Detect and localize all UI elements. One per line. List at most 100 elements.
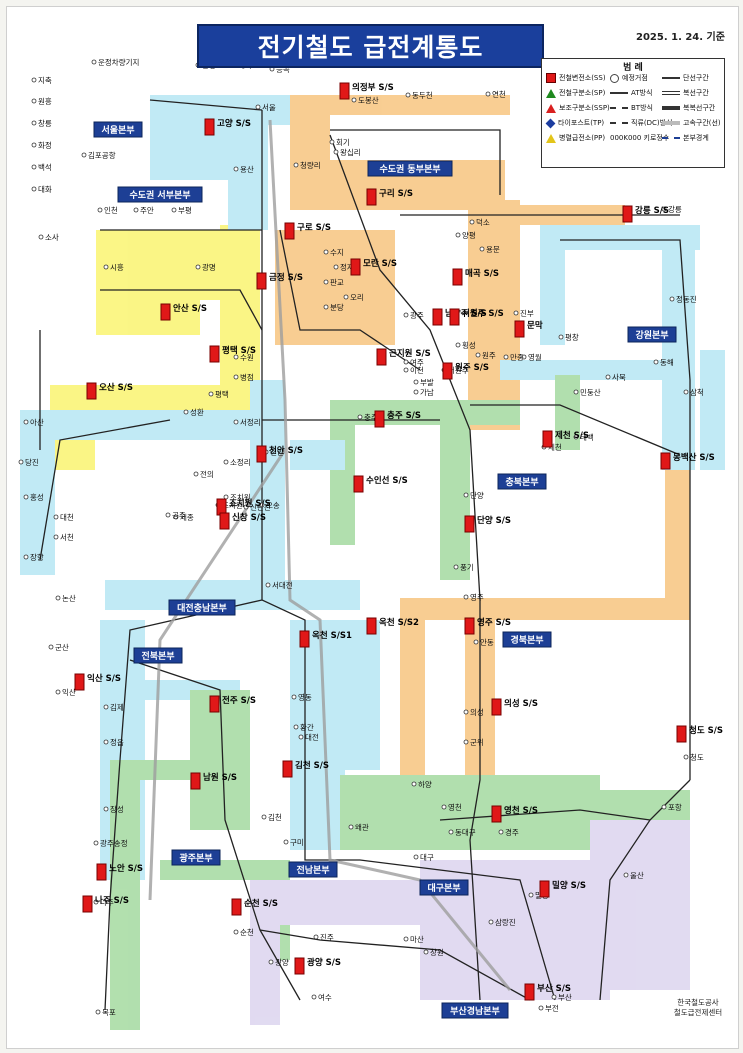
hq-band-jeonnam-2 — [290, 620, 345, 850]
dc-line-icon — [610, 122, 628, 124]
station-dot — [669, 296, 675, 302]
substation-mark — [432, 308, 443, 326]
substation-mark — [464, 515, 475, 533]
station-dot — [441, 804, 447, 810]
substation-label: 단양 S/S — [477, 515, 511, 526]
hq-band-gyeongbuk-3 — [665, 470, 690, 610]
hq-label-text: 충북본부 — [505, 476, 538, 488]
station-dot — [223, 459, 229, 465]
station-label: 양평 — [462, 230, 476, 240]
station-dot — [18, 459, 24, 465]
hq-label: 대전충남본부 — [168, 599, 236, 616]
substation-label: 안산 S/S — [173, 303, 207, 314]
station-label: 당진 — [25, 457, 39, 467]
hq-label-box — [133, 647, 183, 664]
station-dot — [653, 359, 659, 365]
station-dot — [521, 354, 527, 360]
hq-band-gyeongbuk — [400, 598, 690, 780]
station-label: 정자 — [340, 262, 354, 272]
legend-item-dc: 직류(DC)방식 — [610, 118, 673, 128]
station-dot — [31, 164, 37, 170]
hq-label-text: 전남본부 — [296, 864, 329, 876]
station-dot — [93, 899, 99, 905]
station-label: 세종 — [180, 513, 194, 522]
station-dot — [233, 419, 239, 425]
station-dot — [463, 709, 469, 715]
station-label: 서천 — [60, 532, 74, 542]
hq-band-sudogwon-east — [290, 95, 520, 430]
hq-label: 경북본부 — [502, 631, 552, 648]
line-yeongdong — [560, 239, 691, 780]
station-dot — [103, 704, 109, 710]
station-dot — [403, 367, 409, 373]
station-dot — [103, 806, 109, 812]
hq-label-box — [168, 599, 236, 616]
station-dot — [573, 389, 579, 395]
substation-label: 전주 S/S — [222, 695, 256, 706]
substation-mark — [622, 205, 633, 223]
legend-item-planned: 예정거점 — [610, 73, 648, 83]
station-dot — [31, 98, 37, 104]
hq-label: 전북본부 — [133, 647, 183, 664]
hsr-line-icon — [662, 121, 680, 125]
station-label: 공주 — [172, 511, 186, 520]
station-dot — [293, 162, 299, 168]
hq-label: 서울본부 — [93, 121, 143, 138]
line-jungang — [329, 134, 481, 1001]
substation-label: 광양 S/S — [307, 957, 341, 968]
station-label: 이천 — [410, 365, 424, 375]
hq-label-text: 경북본부 — [510, 634, 543, 646]
station-dot — [498, 829, 504, 835]
station-dot — [403, 936, 409, 942]
substation-label: 수인선 S/S — [366, 475, 408, 486]
substation-label: 신창 S/S — [232, 512, 266, 523]
substation-mark — [231, 898, 242, 916]
line-daegu — [439, 809, 651, 821]
hq-region-bands — [20, 95, 725, 1030]
station-dot — [81, 152, 87, 158]
legend-item-km: 000K000 키로정수 — [610, 134, 670, 142]
station-dot — [171, 207, 177, 213]
substation-label: 동백산 S/S — [673, 452, 715, 463]
station-dot — [455, 232, 461, 238]
station-label: 창원 — [430, 948, 444, 957]
hq-label-box — [419, 879, 469, 896]
station-label: 소사 — [45, 233, 59, 242]
station-label: 광양 — [275, 957, 289, 967]
substation-label: 의정부 S/S — [352, 82, 394, 93]
station-label: 영천 — [448, 802, 462, 812]
station-label: 동두천 — [412, 90, 433, 100]
substation-mark — [449, 308, 460, 326]
station-dot — [343, 294, 349, 300]
legend-title: 범 례 — [623, 63, 643, 73]
substation-mark — [74, 673, 85, 691]
station-dot — [173, 514, 179, 520]
substation-marks: 의정부 S/S고양 S/S구로 S/S모란 S/S구리 S/S매곡 S/S금정 … — [74, 82, 723, 1001]
station-dot — [405, 92, 411, 98]
hq-label-box — [288, 861, 338, 878]
station-dot — [38, 234, 44, 240]
hq-label-text: 수도권 동부본부 — [379, 163, 440, 175]
station-dot — [403, 359, 409, 365]
substation-mark — [491, 805, 502, 823]
station-label: 천안 — [270, 447, 284, 457]
station-label: 아산 — [30, 417, 44, 427]
hq-label: 전남본부 — [288, 861, 338, 878]
station-dot — [23, 419, 29, 425]
station-dot — [448, 829, 454, 835]
substation-mark — [542, 430, 553, 448]
station-dot — [551, 994, 557, 1000]
station-label: 신탄진 — [250, 502, 271, 512]
station-label: 조치원 — [222, 501, 243, 510]
substation-label: 영주 S/S — [477, 617, 511, 628]
substation-label: 노안 S/S — [109, 863, 143, 874]
station-label: 충주 — [364, 413, 378, 422]
station-dot — [243, 504, 249, 510]
station-label: 정읍 — [110, 737, 124, 747]
hq-label-text: 강원본부 — [635, 329, 668, 341]
station-label: 지축 — [38, 76, 52, 85]
substation-mark — [350, 258, 361, 276]
station-label: 단양 — [470, 490, 484, 500]
